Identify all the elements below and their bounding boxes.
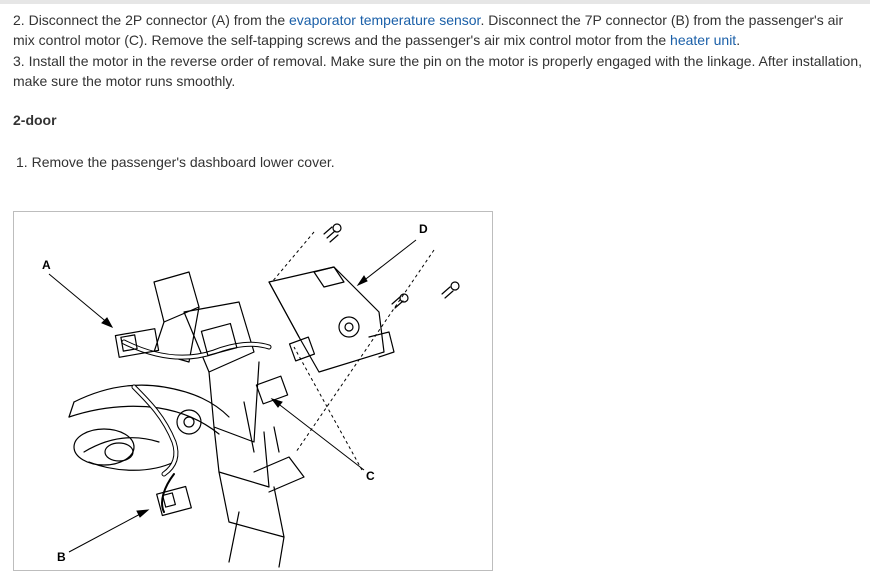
step-2-text-part2: . Disconnect the 7P connector (B) from t… xyxy=(13,12,844,48)
step-2-text-part1: Disconnect the 2P connector (A) from the xyxy=(24,12,289,28)
diagram-svg: A B C D xyxy=(42,222,460,568)
label-c: C xyxy=(366,469,375,483)
section-heading-2-door: 2-door xyxy=(13,112,57,128)
heater-unit-link[interactable]: heater unit xyxy=(670,32,737,48)
step-3-text: Install the motor in the reverse order o… xyxy=(13,53,863,89)
step-1-paragraph: 1. Remove the passenger's dashboard lowe… xyxy=(16,152,866,172)
step-3-number: 3. xyxy=(13,53,25,69)
step-1-text: Remove the passenger's dashboard lower c… xyxy=(27,154,335,170)
installation-diagram: A B C D xyxy=(13,211,493,571)
step-2-paragraph: 2. Disconnect the 2P connector (A) from … xyxy=(13,10,863,50)
step-2-text-part3: . xyxy=(736,32,741,48)
label-a: A xyxy=(42,258,51,272)
label-d: D xyxy=(419,222,428,236)
step-2-number: 2. xyxy=(13,12,25,28)
label-b: B xyxy=(57,550,66,564)
step-3-paragraph: 3. Install the motor in the reverse orde… xyxy=(13,51,863,91)
evaporator-temperature-sensor-link[interactable]: evaporator temperature sensor xyxy=(289,12,481,28)
step-1-number: 1. xyxy=(16,154,28,170)
top-divider xyxy=(0,0,870,4)
